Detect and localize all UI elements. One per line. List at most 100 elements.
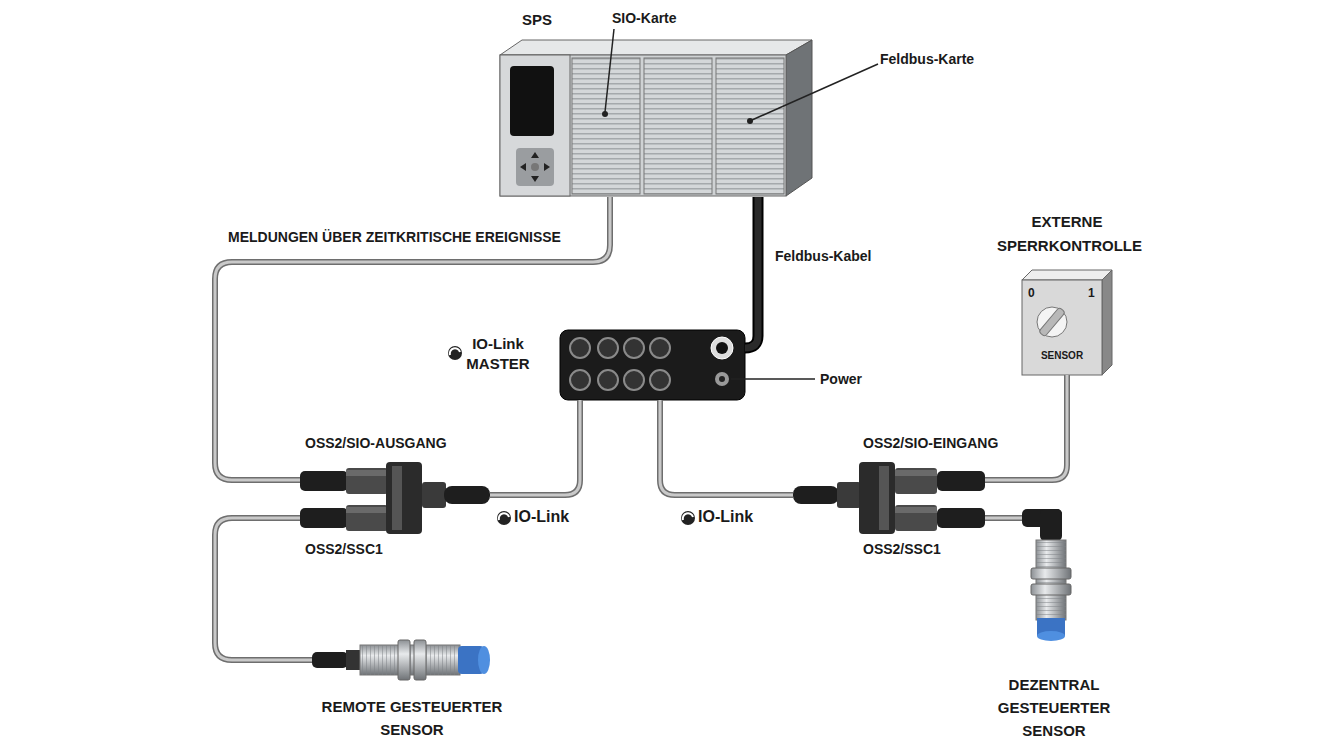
cable-outline [985, 515, 1022, 521]
device-title: SPS [522, 10, 602, 30]
angle-plug [1040, 509, 1062, 541]
sensor-nut [414, 640, 426, 680]
master-port [598, 338, 618, 358]
control-side-face [1102, 270, 1112, 375]
plug [300, 508, 348, 528]
cable-connector [660, 400, 793, 495]
plug-nut [837, 482, 861, 508]
io-link-master: IO-Link MASTER [560, 330, 745, 400]
cable-core [490, 400, 580, 495]
switch-position: 0 [1028, 286, 1042, 300]
master-housing [560, 330, 745, 400]
port-label: OSS2/SSC1 [305, 540, 525, 558]
cable-core [660, 400, 793, 495]
plug [300, 471, 348, 491]
fieldbus-port-hole [716, 342, 728, 354]
master-port [570, 370, 590, 390]
plug-ring-highlight [346, 507, 388, 513]
splitter-face [392, 466, 402, 530]
io-link-logo [448, 346, 462, 360]
fieldbus-port [711, 337, 733, 359]
cable-connector [215, 518, 312, 660]
cable-outline [985, 375, 1067, 480]
plug-nut [422, 482, 446, 508]
power-port-hole [719, 376, 725, 382]
port-label: OSS2/SSC1 [863, 540, 1083, 558]
power-port [715, 372, 729, 386]
plug [444, 486, 490, 504]
leader-line [731, 378, 815, 380]
cable-outline [215, 197, 610, 480]
sensor-body [1036, 540, 1066, 620]
master-port [598, 370, 618, 390]
cable-outline [215, 518, 312, 660]
selector-pointer [1039, 307, 1066, 337]
device-title: REMOTE GESTEUERTER SENSOR [312, 695, 512, 741]
cable-connector [215, 197, 610, 480]
cable-core [985, 517, 1022, 520]
sensor-plug [312, 652, 348, 668]
y-splitter: OSS2/SIO-AUSGANGOSS2/SSC1 [300, 462, 490, 534]
port-label: OSS2/SIO-AUSGANG [305, 434, 525, 452]
splitter-body [386, 462, 422, 534]
plc-module [644, 58, 712, 194]
switch-label: SENSOR [1022, 350, 1102, 362]
cable-connector [985, 518, 1022, 519]
port-label: OSS2/SIO-EINGANG [863, 434, 1083, 452]
plug-ring [895, 468, 937, 494]
cable-label: IO-Link [698, 508, 753, 526]
sensor-face [1037, 631, 1065, 641]
device-title: EXTERNE SPERRKONTROLLE [997, 210, 1137, 258]
plug-ring-highlight [346, 470, 388, 476]
plc-screen [510, 66, 554, 136]
io-link-logo-swirl [683, 513, 693, 520]
sensor-nut [1031, 584, 1071, 595]
cable-outline [660, 400, 793, 495]
io-link-logo-swirl [450, 348, 460, 355]
cable-core [985, 375, 1067, 480]
io-link-logo [681, 511, 695, 525]
y-splitter: OSS2/SIO-EINGANGOSS2/SSC1 [793, 462, 985, 534]
master-port [624, 370, 644, 390]
plc-module [572, 58, 640, 194]
plug [937, 471, 985, 491]
plug [793, 486, 839, 504]
switch-position: 1 [1088, 286, 1102, 300]
cable-outline [490, 400, 580, 495]
plc-unit: SPS [500, 42, 812, 197]
device-title: DEZENTRAL GESTEUERTER SENSOR [989, 673, 1119, 742]
splitter-body [859, 462, 895, 534]
master-port [570, 338, 590, 358]
sensor: DEZENTRAL GESTEUERTER SENSOR [1022, 508, 1086, 643]
cable-connector [985, 375, 1067, 480]
device-title: IO-Link MASTER [448, 334, 548, 374]
master-port [650, 338, 670, 358]
sensor: REMOTE GESTEUERTER SENSOR [312, 640, 492, 682]
plug-ring [346, 468, 388, 494]
dpad-arrow [520, 163, 526, 171]
cable-label: IO-Link [514, 508, 569, 526]
plug [937, 508, 985, 528]
leader-dot [747, 118, 753, 124]
plc-dpad [516, 148, 554, 186]
dpad-arrow [531, 152, 539, 158]
leader-line [752, 64, 878, 120]
cable-outline [745, 197, 758, 348]
plug-ring-highlight [895, 470, 937, 476]
plug-ring [895, 505, 937, 531]
dpad-arrow [544, 163, 550, 171]
part-label: Power [820, 370, 862, 388]
sensor-nut [398, 640, 410, 680]
io-link-logo [497, 511, 511, 525]
leader-line [605, 29, 614, 112]
plug-ring [346, 505, 388, 531]
cable-connector [490, 400, 580, 495]
splitter-face [879, 466, 889, 530]
cable-connector [745, 197, 758, 348]
plc-cpu-module [500, 55, 570, 196]
cable-label: Feldbus-Kabel [775, 247, 871, 265]
sensor-face [478, 646, 490, 674]
plc-side-face [786, 40, 812, 196]
